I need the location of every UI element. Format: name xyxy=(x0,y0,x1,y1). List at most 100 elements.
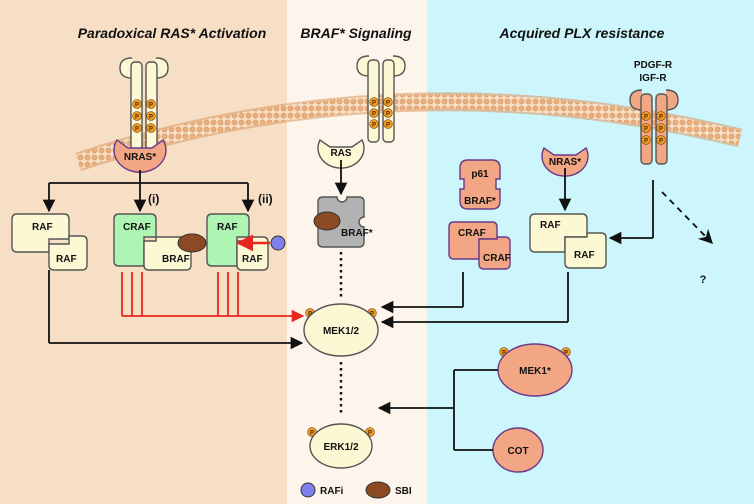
phospho-site-icon: P xyxy=(641,123,651,133)
mek1-star-label: MEK1* xyxy=(519,366,551,377)
phospho-site-label: P xyxy=(564,350,568,356)
phospho-site-icon: P xyxy=(369,119,379,129)
receptor-to-raf-arrow xyxy=(608,180,654,245)
craf-d2-label: CRAF xyxy=(483,253,511,264)
phospho-site-icon: P xyxy=(146,123,156,133)
node-mek1-star: MEK1* xyxy=(497,343,573,397)
path-ii-label: (ii) xyxy=(258,192,273,206)
node-cot: COT xyxy=(492,427,544,473)
node-p61-braf: p61 BRAF* xyxy=(459,159,501,210)
legend-rafi-swatch xyxy=(300,482,316,498)
legend-sbi-label: SBI xyxy=(395,486,412,497)
phospho-site-icon: P xyxy=(369,97,379,107)
sbi-drug-b xyxy=(177,233,207,253)
mid-panel-bg xyxy=(287,0,427,504)
left-panel-title: Paradoxical RAS* Activation xyxy=(78,25,267,41)
node-ras-mid: RAS xyxy=(317,138,365,169)
erk12-label: ERK1/2 xyxy=(323,442,358,453)
raf-e2-label: RAF xyxy=(574,250,595,261)
phospho-site-label: P xyxy=(372,111,376,117)
phospho-site-label: P xyxy=(135,102,139,108)
node-nras-right: NRAS* xyxy=(541,146,589,177)
phospho-site-icon: P xyxy=(656,123,666,133)
p61-braf-label: BRAF* xyxy=(464,196,496,207)
phospho-site-label: P xyxy=(368,430,372,436)
phospho-site-label: P xyxy=(308,311,312,317)
receptor-to-unknown-dashed-arrow xyxy=(661,191,714,245)
receptor-label-pdgfr: PDGF-R xyxy=(634,60,673,71)
phospho-site-label: P xyxy=(372,122,376,128)
legend-rafi-label: RAFi xyxy=(320,486,344,497)
phospho-site-icon: P xyxy=(132,123,142,133)
phospho-site-icon: P xyxy=(641,135,651,145)
phospho-site-label: P xyxy=(149,102,153,108)
node-mek12: MEK1/2 xyxy=(303,303,379,357)
raf-c1-label: RAF xyxy=(217,222,238,233)
craf-to-mek-arrow xyxy=(380,272,464,314)
phospho-site-icon: P xyxy=(132,99,142,109)
phospho-site-icon: P xyxy=(369,108,379,118)
mid-panel-title: BRAF* Signaling xyxy=(300,25,412,41)
craf-braf-dimer: CRAF BRAF xyxy=(113,213,207,271)
phospho-site-label: P xyxy=(370,311,374,317)
phospho-site-icon: P xyxy=(383,97,393,107)
phospho-site-label: P xyxy=(659,114,663,120)
craf-d1-label: CRAF xyxy=(458,228,486,239)
raf-c2-label: RAF xyxy=(242,254,263,265)
p61-label: p61 xyxy=(471,169,489,180)
legend: RAFi SBI xyxy=(300,481,412,499)
phospho-site-label: P xyxy=(644,126,648,132)
phospho-site-label: P xyxy=(644,114,648,120)
braf-star-label: BRAF* xyxy=(341,228,373,239)
craf-b-label: CRAF xyxy=(123,222,151,233)
right-panel-title: Acquired PLX resistance xyxy=(499,25,665,41)
node-erk12: ERK1/2 xyxy=(309,423,373,469)
phospho-site-icon: P xyxy=(383,108,393,118)
path-i-label: (i) xyxy=(148,192,159,206)
raf-a1-label: RAF xyxy=(32,222,53,233)
legend-sbi-swatch xyxy=(365,481,391,499)
raf-e-to-mek-arrow xyxy=(380,272,569,329)
phospho-site-label: P xyxy=(135,114,139,120)
braf-b-label: BRAF xyxy=(162,254,190,265)
phospho-site-label: P xyxy=(659,126,663,132)
phospho-site-icon: P xyxy=(146,99,156,109)
phospho-site-label: P xyxy=(310,430,314,436)
arrows-left xyxy=(42,170,255,213)
craf-craf-dimer: CRAF CRAF xyxy=(448,221,511,270)
phospho-site-icon: P xyxy=(146,111,156,121)
phospho-site-icon: P xyxy=(641,111,651,121)
phospho-site-label: P xyxy=(386,100,390,106)
phospho-site-label: P xyxy=(502,350,506,356)
raf-dimer-a: RAF RAF xyxy=(11,213,88,271)
phospho-site-label: P xyxy=(386,122,390,128)
phospho-site-icon: P xyxy=(383,119,393,129)
raf-a-to-mek-arrow xyxy=(48,270,304,350)
raf-a2-label: RAF xyxy=(56,254,77,265)
node-nras-left: NRAS* xyxy=(113,138,167,173)
mek1-cot-to-erk-arrow xyxy=(377,369,498,451)
raf-dimer-c: RAF RAF xyxy=(206,213,286,271)
phospho-site-label: P xyxy=(644,138,648,144)
rafi-drug-c xyxy=(270,235,286,251)
phospho-site-label: P xyxy=(149,126,153,132)
phospho-site-label: P xyxy=(386,111,390,117)
sbi-drug-braf xyxy=(313,211,341,231)
nras-right-label: NRAS* xyxy=(549,157,581,168)
phospho-site-icon: P xyxy=(656,111,666,121)
raf-e1-label: RAF xyxy=(540,220,561,231)
red-signal-lines xyxy=(121,272,305,323)
cot-label: COT xyxy=(507,446,528,457)
unknown-target-label: ? xyxy=(700,274,707,286)
ras-mid-label: RAS xyxy=(330,148,351,159)
raf-dimer-e: RAF RAF xyxy=(529,213,607,269)
phospho-site-label: P xyxy=(372,100,376,106)
receptor-label-igfr: IGF-R xyxy=(639,73,667,84)
phospho-site-label: P xyxy=(659,138,663,144)
phospho-site-label: P xyxy=(135,126,139,132)
phospho-site-icon: P xyxy=(132,111,142,121)
nras-left-label: NRAS* xyxy=(124,152,156,163)
mek12-label: MEK1/2 xyxy=(323,326,360,337)
